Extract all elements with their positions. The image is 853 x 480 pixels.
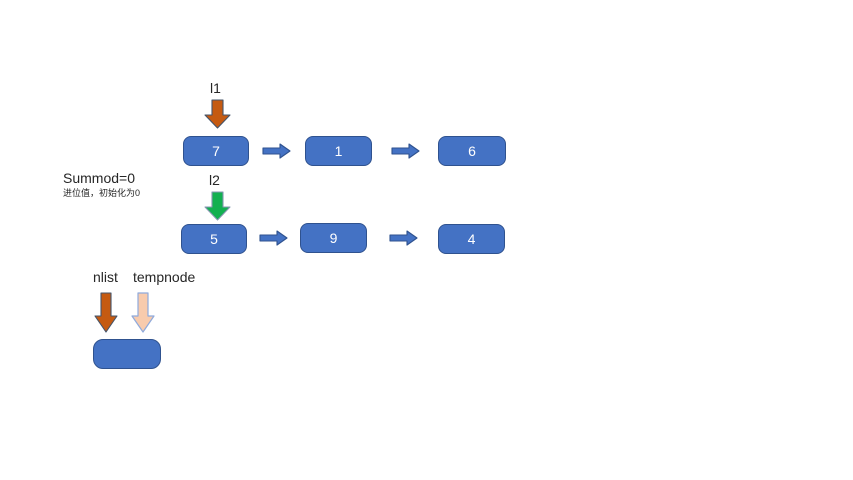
node-value: 9 [329, 230, 338, 246]
node-value: 5 [210, 231, 218, 247]
l2-down-arrow-icon [204, 191, 231, 221]
next-pointer-arrow-icon [259, 230, 288, 246]
node-value: 7 [212, 143, 220, 159]
node-value: 4 [467, 231, 476, 247]
nlist-down-arrow-icon [94, 292, 118, 333]
next-pointer-arrow-icon [389, 230, 418, 246]
list1-node-7: 7 [183, 136, 249, 166]
list2-node-5: 5 [181, 224, 247, 254]
pointer-label-l2: l2 [209, 172, 220, 188]
next-pointer-arrow-icon [391, 143, 420, 159]
list2-node-4: 4 [438, 224, 505, 254]
l1-down-arrow-icon [204, 99, 231, 129]
pointer-label-tempnode: tempnode [133, 269, 196, 285]
pointer-label-l1: l1 [210, 80, 221, 96]
node-value: 6 [468, 143, 476, 159]
node-value: 1 [334, 143, 343, 159]
summod-annotation: Summod=0 [63, 170, 135, 186]
carry-annotation: 进位值，初始化为0 [63, 188, 141, 198]
next-pointer-arrow-icon [262, 143, 291, 159]
list2-node-9: 9 [300, 223, 367, 253]
tempnode-down-arrow-icon [131, 292, 155, 333]
list1-node-1: 1 [305, 136, 372, 166]
pointer-label-nlist: nlist [93, 269, 118, 285]
result-node-empty [93, 339, 161, 369]
list1-node-6: 6 [438, 136, 506, 166]
